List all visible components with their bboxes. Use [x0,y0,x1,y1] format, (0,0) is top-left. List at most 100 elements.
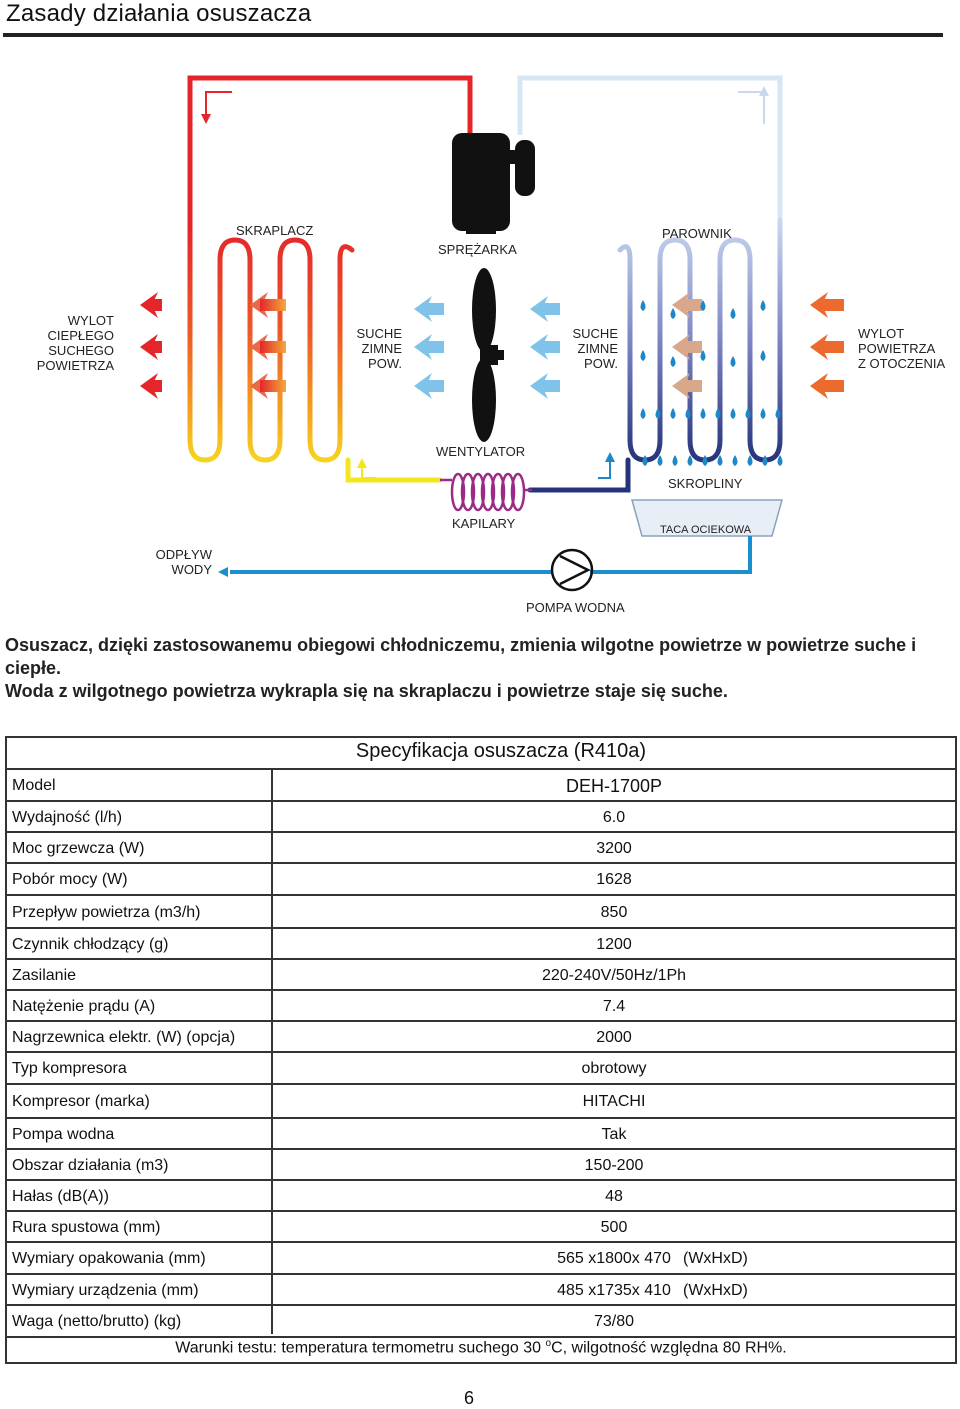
refrigerant-loop-top [187,75,783,230]
description-line-1: Osuszacz, dzięki zastosowanemu obiegowi … [5,635,917,678]
spec-row: Wydajność (l/h) 6.0 [7,800,955,831]
spec-value: 3200 [596,840,632,857]
evaporator-label: PAROWNIK [662,226,732,241]
cold-air-arrows [414,296,560,399]
ambient-air-in-label: WYLOT POWIETRZA Z OTOCZENIA [858,326,946,371]
spec-row: Moc grzewcza (W) 3200 [7,831,955,862]
drip-tray [631,499,783,537]
spec-value: Tak [601,1126,627,1143]
condenser-coil [187,227,443,483]
compressor-label: SPRĘŻARKA [438,242,517,257]
capillary-coil [440,472,532,512]
spec-unit: (WxHxD) [683,1282,748,1299]
footnote-superscript: o [545,1338,552,1349]
spec-row: Kompresor (marka) HITACHI [7,1083,955,1117]
footnote-text-1: Warunki testu: temperatura termometru su… [175,1339,546,1357]
spec-label: Pompa wodna [12,1126,115,1143]
spec-label: Model [12,777,56,794]
spec-value: 500 [600,1219,628,1236]
spec-value: 565 x1800x 470 [557,1250,671,1267]
water-pump-label: POMPA WODNA [526,600,625,615]
spec-label: Typ kompresora [12,1060,127,1077]
title-rule [3,33,943,37]
spec-value: 220-240V/50Hz/1Ph [541,967,687,984]
spec-value: 150-200 [584,1157,644,1174]
spec-row: Czynnik chłodzący (g) 1200 [7,927,955,958]
spec-value: 2000 [596,1029,632,1046]
spec-value: 485 x1735x 410 [557,1282,671,1299]
capillary-label: KAPILARY [452,516,516,531]
spec-label: Kompresor (marka) [12,1093,150,1110]
spec-label: Natężenie prądu (A) [12,998,156,1015]
spec-title: Specyfikacja osuszacza (R410a) [355,740,647,762]
spec-row: Zasilanie 220-240V/50Hz/1Ph [7,958,955,989]
spec-label: Pobór mocy (W) [12,871,128,888]
spec-value: 6.0 [602,809,626,826]
condenser-air-arrows [250,292,286,399]
spec-label: Wymiary urządzenia (mm) [12,1282,199,1299]
spec-label: Czynnik chłodzący (g) [12,936,169,953]
spec-row: Nagrzewnica elektr. (W) (opcja) 2000 [7,1020,955,1051]
spec-row: Typ kompresora obrotowy [7,1051,955,1083]
spec-value: 48 [605,1188,623,1205]
drain-arrow-icon [218,567,228,577]
description-line-2: Woda z wilgotnego powietrza wykrapla się… [5,681,728,701]
spec-label: Przepływ powietrza (m3/h) [12,904,201,921]
compressor-icon [452,133,535,234]
spec-footnote: Warunki testu: temperatura termometru su… [7,1338,955,1357]
drip-tray-label: TACA OCIEKOWA [660,524,752,536]
cold-dry-left-label: SUCHE ZIMNE POW. [356,326,402,371]
dehumidifier-cycle-diagram [140,75,844,592]
footnote-text-2: C, wilgotność względna 80 RH%. [551,1339,787,1357]
water-drain-pipe [230,536,752,574]
spec-row: Waga (netto/brutto) (kg) 73/80 [7,1304,955,1336]
spec-row: Wymiary urządzenia (mm) 485 x1735x 410 (Wx… [7,1273,955,1304]
spec-row: Pompa wodna Tak [7,1117,955,1148]
spec-row: Pobór mocy (W) 1628 [7,862,955,894]
evaporator-air-arrows [672,292,702,399]
condensate-droplets [640,300,783,466]
spec-table: Specyfikacja osuszacza (R410a) Model DEH-… [5,736,957,1364]
spec-bottom-rule [7,1336,955,1338]
page-number: 6 [464,1388,475,1408]
spec-value: 73/80 [593,1313,635,1330]
spec-value: 7.4 [602,998,626,1015]
evaporator-coil [527,217,783,493]
spec-value: DEH-1700P [565,776,663,796]
spec-label: Rura spustowa (mm) [12,1219,161,1236]
page-title: Zasady działania osuszacza [6,0,312,27]
spec-label: Waga (netto/brutto) (kg) [12,1313,182,1330]
spec-label: Hałas (dB(A)) [12,1188,109,1205]
spec-row: Hałas (dB(A)) 48 [7,1179,955,1210]
description: Osuszacz, dzięki zastosowanemu obiegowi … [5,634,945,703]
spec-row: Natężenie prądu (A) 7.4 [7,989,955,1020]
spec-label: Zasilanie [12,967,77,984]
spec-value: 850 [600,904,628,921]
spec-value: 1200 [596,936,632,953]
spec-row: Przepływ powietrza (m3/h) 850 [7,894,955,927]
fan-icon [472,268,504,442]
spec-row: Wymiary opakowania (mm) 565 x1800x 470 (Wx… [7,1241,955,1273]
spec-row: Obszar działania (m3) 150-200 [7,1148,955,1179]
spec-row: Rura spustowa (mm) 500 [7,1210,955,1241]
flow-markers [357,452,615,479]
condenser-label: SKRAPLACZ [236,223,314,238]
water-pump-icon [550,548,594,592]
hot-air-arrows [140,292,162,399]
spec-row: Model DEH-1700P [7,768,955,800]
spec-value: obrotowy [581,1060,647,1077]
cold-dry-right-label: SUCHE ZIMNE POW. [572,326,618,371]
spec-label: Obszar działania (m3) [12,1157,169,1174]
ambient-air-arrows [810,292,844,399]
spec-label: Nagrzewnica elektr. (W) (opcja) [12,1029,236,1046]
spec-value: 1628 [596,871,632,888]
spec-label: Moc grzewcza (W) [12,840,145,857]
spec-label: Wydajność (l/h) [12,809,123,826]
spec-label: Wymiary opakowania (mm) [12,1250,206,1267]
condensate-label: SKROPLINY [668,476,743,491]
fan-label: WENTYLATOR [436,444,526,459]
water-drain-label: ODPŁYW WODY [155,547,212,577]
spec-unit: (WxHxD) [683,1250,748,1267]
hot-air-out-label: WYLOT CIEPŁEGO SUCHEGO POWIETRZA [36,313,114,373]
spec-value: HITACHI [582,1093,646,1110]
